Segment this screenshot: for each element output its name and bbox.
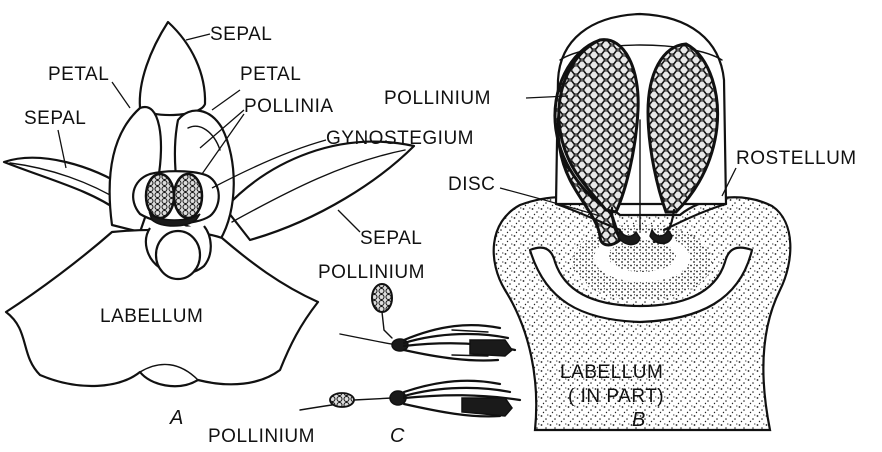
label-sepal-right: SEPAL (360, 228, 422, 249)
label-labellum-part-line2: ( IN PART) (568, 386, 664, 407)
pollinium-c-lower (300, 381, 520, 417)
label-petal-right: PETAL (240, 64, 301, 85)
panel-label-a: A (169, 407, 183, 429)
label-pollinium-c-top: POLLINIUM (318, 262, 425, 283)
label-labellum-part-line1: LABELLUM (560, 362, 663, 383)
label-gynostegium: GYNOSTEGIUM (326, 128, 474, 149)
label-disc: DISC (448, 174, 495, 195)
panel-label-c: C (390, 425, 405, 447)
label-sepal-top: SEPAL (210, 24, 272, 45)
pollinium-c-upper (340, 284, 515, 361)
label-pollinium-c-bottom: POLLINIUM (208, 426, 315, 447)
label-pollinium-b: POLLINIUM (384, 88, 491, 109)
label-pollinia: POLLINIA (244, 96, 334, 117)
label-sepal-left: SEPAL (24, 108, 86, 129)
label-petal-left: PETAL (48, 64, 109, 85)
label-labellum: LABELLUM (100, 306, 203, 327)
panel-label-b: B (632, 409, 645, 431)
right-sepal-shape (225, 142, 414, 240)
top-sepal-shape (140, 22, 205, 115)
label-rostellum: ROSTELLUM (736, 148, 857, 169)
